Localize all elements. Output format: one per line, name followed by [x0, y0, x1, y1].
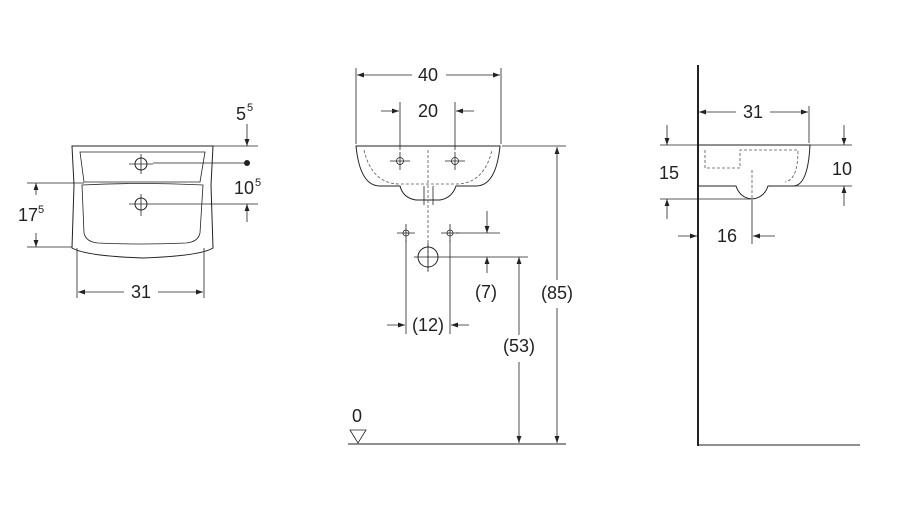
front-view-rim-height-label: (85) [541, 283, 573, 303]
front-view-width-label: 40 [418, 65, 438, 85]
front-view-basin-outline [355, 145, 501, 201]
front-view-floor-level-label: 0 [352, 406, 362, 426]
top-view-tap-shelf [79, 151, 206, 183]
front-view-bowl-hidden-line [363, 149, 493, 185]
side-view: 31 15 10 16 [659, 65, 860, 446]
front-view-supply-offset-label: (7) [475, 282, 497, 302]
top-view-bowl-outline [81, 183, 204, 245]
top-view: 17 5 5 5 10 5 31 [18, 102, 261, 302]
front-view-supply-spacing-label: (12) [412, 315, 444, 335]
front-view: 40 20 (7) (12) (53) [348, 65, 573, 445]
top-view-depth-label: 17 [18, 205, 38, 225]
top-view-depth-sup: 5 [38, 204, 44, 216]
side-view-waste-offset-label: 16 [717, 226, 737, 246]
side-view-basin-outline [698, 144, 811, 200]
side-view-projection-label: 31 [743, 102, 763, 122]
side-view-bowl-height-label: 15 [659, 163, 679, 183]
side-view-hidden-line [704, 149, 799, 183]
top-view-offset-top-label: 5 [236, 104, 246, 124]
top-view-offset-hole-label: 10 [234, 178, 254, 198]
top-view-offset-top-sup: 5 [247, 102, 253, 114]
top-view-offset-hole-sup: 5 [255, 177, 261, 189]
front-view-waste-height-label: (53) [503, 336, 535, 356]
side-view-rim-thickness-label: 10 [832, 159, 852, 179]
top-view-basin-outline [71, 145, 214, 259]
front-view-tap-spacing-label: 20 [418, 101, 438, 121]
top-view-width-label: 31 [131, 282, 151, 302]
floor-level-triangle [349, 429, 367, 444]
